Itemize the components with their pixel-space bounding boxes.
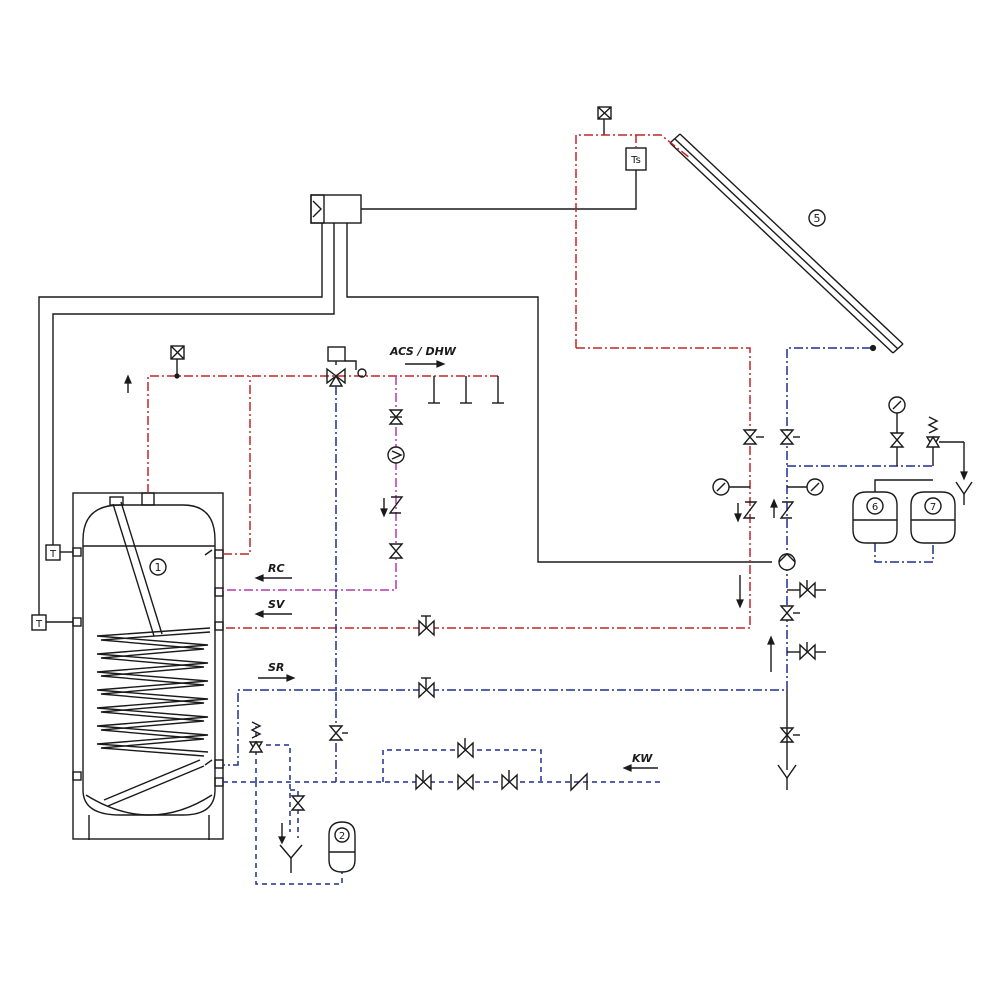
kw-valve-3-icon (501, 770, 518, 791)
solar-collector: 5 (669, 133, 904, 354)
label-sr: SR (268, 661, 284, 674)
station-drain-funnel-icon (777, 764, 797, 790)
check-valve-return-icon (770, 498, 795, 519)
anode-rod (109, 496, 163, 637)
tank-sensor-lower-label: T (35, 619, 43, 630)
flow-arrow-up-station (767, 635, 775, 672)
storage-tank: 1 (72, 492, 224, 840)
solar-flow-valve-icon (742, 429, 764, 445)
label-sv: SV (268, 598, 286, 611)
hot-water-air-vent-icon (170, 345, 185, 379)
sr-valve-icon (418, 677, 435, 699)
heat-exchanger-coil (96, 627, 211, 807)
tank-sensor-upper: T (45, 544, 73, 561)
kw-valve-1-icon (415, 770, 432, 791)
flow-arrow-down-station (736, 575, 744, 609)
marker-5 (808, 209, 826, 227)
marker-1 (149, 558, 167, 576)
mixing-valve-icon (326, 346, 367, 387)
station-fill-valve-2-icon (787, 580, 826, 599)
flow-arrow-sv (254, 610, 292, 618)
solar-return-valve-icon (779, 429, 800, 445)
drain-valve-dhw-icon (290, 795, 306, 811)
expansion-vessel-7: 7 (910, 491, 956, 544)
collector-sensor-label: Ts (630, 155, 641, 166)
flow-arrow-sr (258, 674, 296, 682)
kw-check-valve-icon (570, 772, 588, 792)
marker-7-label: 7 (930, 502, 936, 513)
collector-air-vent-icon (597, 106, 612, 135)
kw-valve-2-icon (457, 773, 474, 791)
label-kw: KW (632, 752, 653, 765)
thermometer-return-icon (787, 478, 824, 496)
solar-safety-valve-icon (925, 416, 973, 505)
flow-arrow-rc (254, 574, 292, 582)
marker-1-label: 1 (155, 561, 162, 574)
hot-water-line (147, 375, 504, 555)
sv-valve-icon (418, 615, 435, 637)
station-fill-valve-1-icon (779, 605, 800, 621)
recirc-valve-lower-icon (388, 543, 404, 559)
control-wiring (38, 170, 772, 615)
recirc-valve-upper-icon (388, 409, 404, 425)
tank-sensor-upper-label: T (49, 549, 57, 560)
safety-valve-dhw-icon (248, 721, 264, 754)
marker-5-label: 5 (814, 212, 821, 225)
solar-station: 6 7 (712, 396, 973, 790)
mixer-cold-valve-icon (328, 725, 348, 741)
check-valve-flow-icon (734, 501, 758, 523)
label-acs-dhw: ACS / DHW (389, 345, 457, 358)
kw-bypass-valve-icon (457, 738, 474, 759)
flow-arrow-up-left (124, 374, 132, 393)
drain-funnel-dhw-icon (278, 823, 303, 873)
expansion-vessel-6: 6 (852, 491, 898, 544)
recirc-check-valve-icon (380, 496, 404, 518)
flow-arrow-kw (622, 764, 658, 772)
solar-controller (310, 194, 362, 224)
tank-sensor-lower: T (31, 614, 73, 631)
flow-arrow-dhw (405, 360, 446, 368)
station-drain-valve-icon (787, 642, 826, 661)
thermometer-flow-icon (712, 478, 750, 496)
recirc-pump-icon (387, 446, 405, 464)
collector-sensor: Ts (625, 147, 647, 171)
solar-pump-icon (778, 553, 796, 571)
marker-6-label: 6 (872, 502, 878, 513)
station-bottom-valve-icon (779, 727, 800, 743)
solar-pressure-gauge-icon (888, 396, 906, 466)
marker-2-label: 2 (339, 831, 345, 842)
label-rc: RC (268, 562, 285, 575)
expansion-vessel-2: 2 (328, 821, 356, 873)
